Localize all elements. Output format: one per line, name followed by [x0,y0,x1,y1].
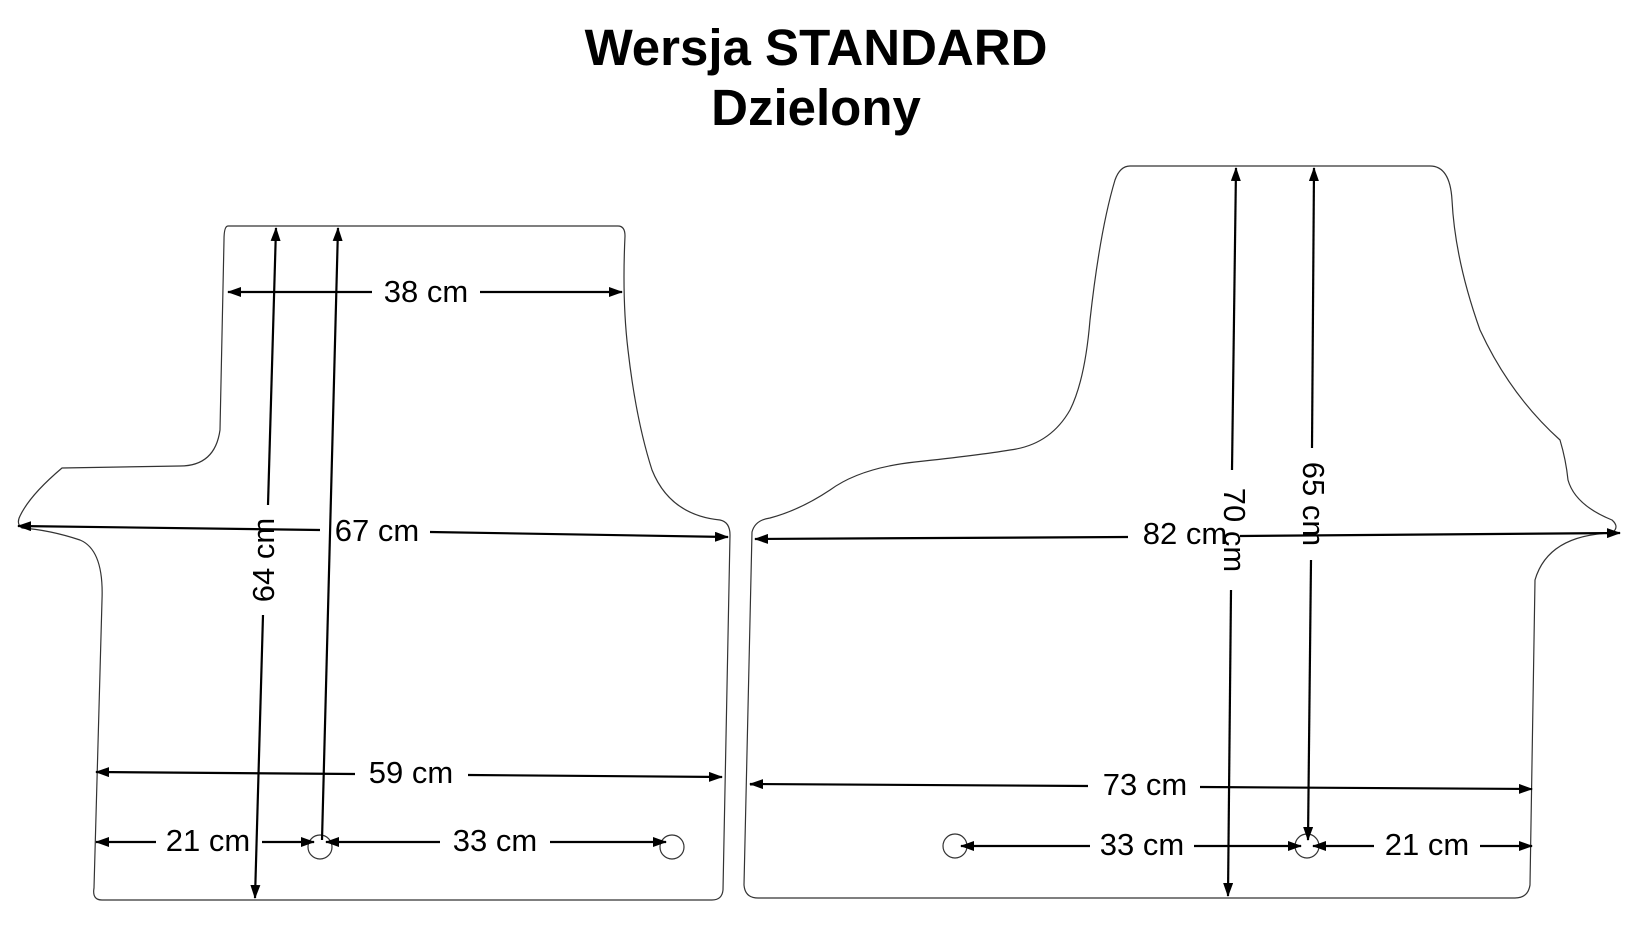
left-mat-hole-1 [307,834,333,860]
left-height-label: 64 cm [246,518,281,602]
left-mid-width-label: 67 cm [335,513,419,548]
right-mat: 82 cm 70 cm 65 cm 73 cm 33 cm 21 cm [743,165,1621,899]
diagram-title: Wersja STANDARD [584,19,1048,76]
right-inner-height-label: 65 cm [1296,462,1331,546]
left-hole-offset-label: 21 cm [166,823,250,858]
left-bottom-width-arrow-right [467,771,723,782]
right-inner-height-arrow-up [1308,167,1319,449]
right-hole-offset-label: 21 cm [1385,827,1469,862]
left-top-width-label: 38 cm [384,274,468,309]
left-inner-height-arrow [320,227,343,841]
left-bottom-width-arrow-left [95,767,356,778]
right-mid-width-label: 82 cm [1143,516,1227,551]
right-height-arrow-down [1223,589,1234,897]
left-bottom-width-label: 59 cm [369,755,453,790]
right-height-label: 70 cm [1217,488,1252,572]
left-mat-hole-2 [659,834,685,860]
right-inner-height-arrow-down [1303,559,1314,841]
right-bottom-width-arrow-right [1199,783,1533,794]
left-height-arrow-up [266,227,281,506]
right-mid-width-arrow-right [1239,528,1621,539]
right-bottom-width-label: 73 cm [1103,767,1187,802]
right-mid-width-arrow-left [754,533,1129,544]
left-mid-width-arrow-left [17,521,321,532]
right-height-arrow-up [1230,167,1241,471]
right-bottom-width-arrow-left [749,779,1089,790]
left-mat-outline [17,225,731,901]
left-height-arrow-down [250,614,265,899]
left-mat: 38 cm 67 cm 64 cm 59 cm 21 cm 33 cm [17,225,731,901]
left-mid-width-arrow-right [429,530,729,542]
diagram-subtitle: Dzielony [711,79,921,136]
left-hole-distance-label: 33 cm [453,823,537,858]
right-mat-outline [743,165,1617,899]
right-hole-distance-label: 33 cm [1100,827,1184,862]
